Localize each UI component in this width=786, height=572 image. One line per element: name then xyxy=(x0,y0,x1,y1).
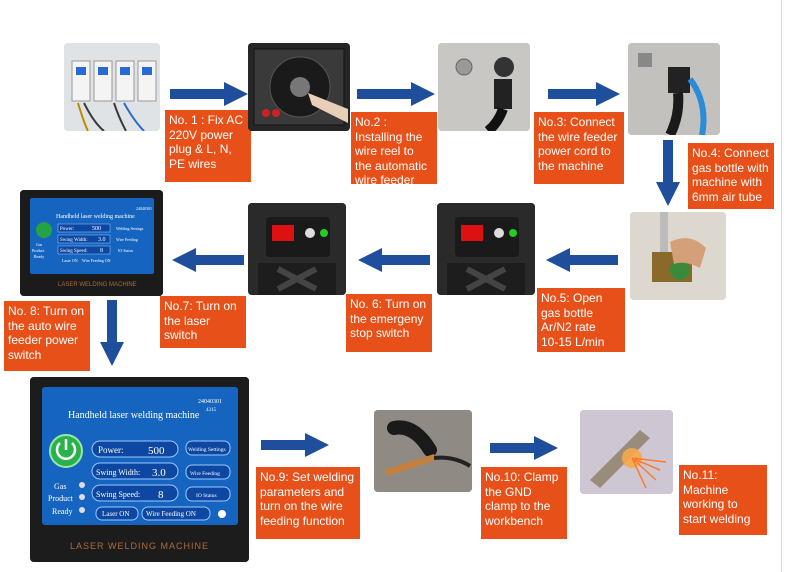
step-3-label: No.3: Connect the wire feeder power cord… xyxy=(534,112,624,184)
svg-text:Welding Settings: Welding Settings xyxy=(188,447,226,453)
arrow-right-4 xyxy=(261,433,329,457)
svg-text:8: 8 xyxy=(158,489,164,501)
svg-text:LASER WELDING MACHINE: LASER WELDING MACHINE xyxy=(58,282,137,288)
step-6-label: No. 6: Turn on the emergeny stop switch xyxy=(346,294,432,352)
step-1-label: No. 1 : Fix AC 220V power plug & L, N, P… xyxy=(165,110,251,182)
svg-text:Power:: Power: xyxy=(60,227,74,232)
arrow-left-2 xyxy=(358,248,430,272)
arrow-down-1 xyxy=(656,140,680,206)
svg-text:Swing Width:: Swing Width: xyxy=(60,238,88,243)
photo-power-cord xyxy=(438,43,530,131)
photo-gas-bottle xyxy=(630,212,726,300)
svg-text:LASER WELDING MACHINE: LASER WELDING MACHINE xyxy=(70,541,209,551)
large-screen-code: 4315 xyxy=(206,408,217,413)
svg-text:IO Status: IO Status xyxy=(196,493,217,499)
svg-text:Wire Feeding ON: Wire Feeding ON xyxy=(82,258,111,263)
step-2-label: No.2 : Installing the wire reel to the a… xyxy=(351,112,437,187)
arrow-right-3 xyxy=(548,82,620,106)
svg-text:Gas: Gas xyxy=(54,482,66,491)
photo-control-screen-large: 24040301 4315 Handheld laser welding mac… xyxy=(30,377,249,562)
arrow-left-1 xyxy=(172,248,244,272)
svg-text:3.0: 3.0 xyxy=(152,467,166,479)
svg-text:Power:: Power: xyxy=(98,445,124,455)
svg-text:Ready: Ready xyxy=(34,254,44,259)
step-8-label: No. 8: Turn on the auto wire feeder powe… xyxy=(4,301,90,371)
arrow-right-5 xyxy=(490,436,558,460)
step-10-label: No.10: Clamp the GND clamp to the workbe… xyxy=(481,467,567,539)
svg-text:Welding Settings: Welding Settings xyxy=(116,226,144,231)
svg-text:Wire Feeding ON: Wire Feeding ON xyxy=(146,510,196,518)
svg-text:Swing Width:: Swing Width: xyxy=(96,468,140,477)
step-7-label: No.7: Turn on the laser switch xyxy=(160,296,246,348)
svg-text:Laser ON: Laser ON xyxy=(62,258,78,263)
step-5-label: No.5: Open gas bottle Ar/N2 rate 10-15 L… xyxy=(537,288,625,352)
svg-text:Product: Product xyxy=(48,494,74,503)
step-9-label: No.9: Set welding parameters and turn on… xyxy=(256,467,360,539)
arrow-left-3 xyxy=(546,248,618,272)
photo-machine-laser-switch xyxy=(248,203,346,295)
large-screen-title: Handheld laser welding machine xyxy=(68,410,200,421)
svg-text:Swing Speed:: Swing Speed: xyxy=(96,490,140,499)
svg-text:500: 500 xyxy=(92,226,101,232)
svg-text:8: 8 xyxy=(100,248,103,254)
step-4-label: No.4: Connect gas bottle with machine wi… xyxy=(688,143,774,209)
page-edge-line xyxy=(781,0,782,572)
svg-text:Wire Feeding: Wire Feeding xyxy=(116,237,138,242)
svg-text:IO Status: IO Status xyxy=(118,248,133,253)
photo-welding-sparks xyxy=(580,410,673,494)
svg-text:3.0: 3.0 xyxy=(98,237,106,243)
svg-text:500: 500 xyxy=(148,445,165,457)
svg-text:Laser ON: Laser ON xyxy=(102,510,129,518)
arrow-right-2 xyxy=(357,82,435,106)
large-screen-serial: 24040301 xyxy=(198,399,222,405)
step-11-label: No.11: Machine working to start welding xyxy=(679,465,767,535)
photo-machine-emergency-stop xyxy=(437,203,535,295)
photo-breaker-panel xyxy=(64,43,160,131)
photo-gnd-clamp xyxy=(374,410,472,492)
small-screen-serial: 24040301 xyxy=(136,206,152,211)
svg-text:Gas: Gas xyxy=(36,242,43,247)
svg-text:Product: Product xyxy=(32,248,45,253)
photo-control-screen-small: Handheld laser welding machine 24040301 … xyxy=(20,190,163,296)
photo-gas-tube xyxy=(628,43,720,135)
svg-text:Ready: Ready xyxy=(52,507,72,516)
arrow-down-2 xyxy=(100,300,124,366)
arrow-right-1 xyxy=(170,82,248,106)
small-screen-title: Handheld laser welding machine xyxy=(56,214,135,220)
svg-text:Swing Speed:: Swing Speed: xyxy=(60,249,88,254)
photo-wire-reel xyxy=(248,43,350,131)
svg-text:Wire Feeding: Wire Feeding xyxy=(190,471,220,477)
